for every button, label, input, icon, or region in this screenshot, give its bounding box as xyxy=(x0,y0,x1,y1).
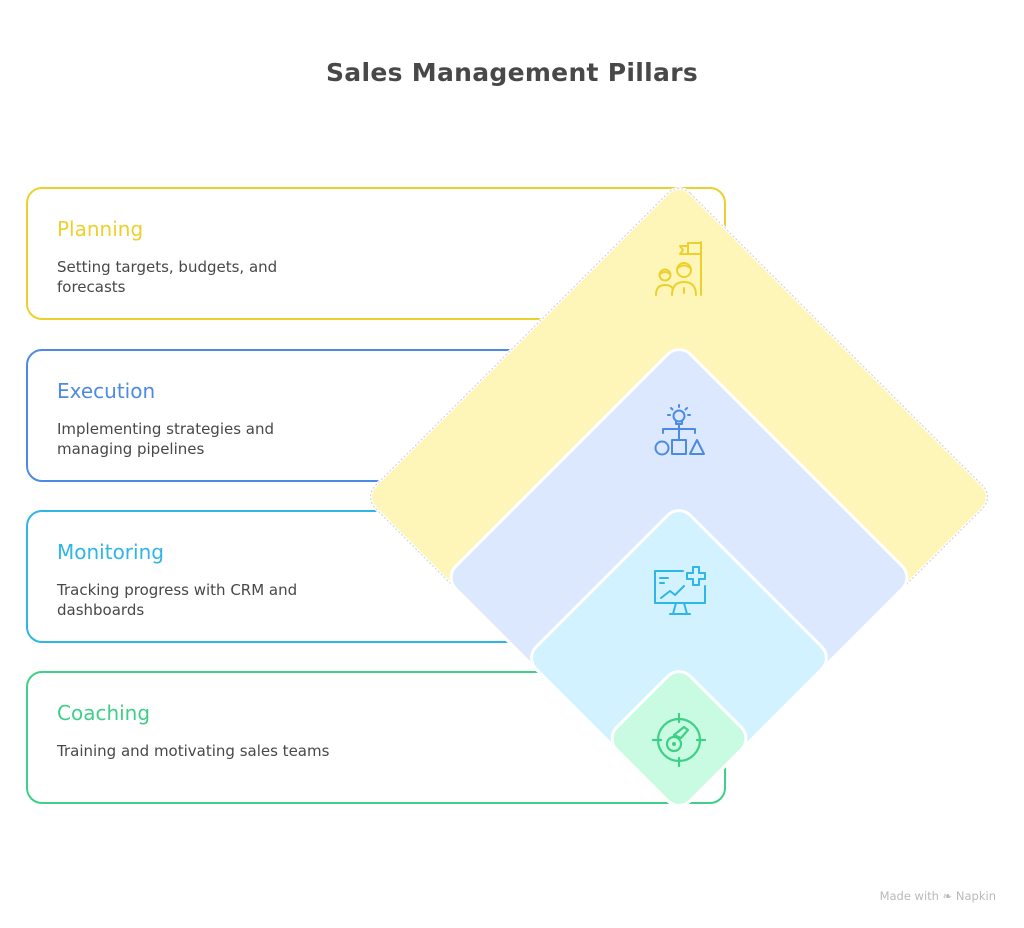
diamond-monitoring xyxy=(530,509,828,807)
monitor-chart-plus-icon xyxy=(654,566,706,615)
team-flag-icon xyxy=(655,241,702,296)
pillar-description: Setting targets, budgets, and forecasts xyxy=(57,258,278,296)
target-key-icon xyxy=(651,712,707,768)
pillar-title: Coaching xyxy=(57,701,151,725)
diamond-layer-monitoring xyxy=(530,509,828,807)
pillar-title: Monitoring xyxy=(57,540,164,564)
pillar-description: Tracking progress with CRM and dashboard… xyxy=(57,581,298,619)
pillar-title: Execution xyxy=(57,379,156,403)
pillar-description: Training and motivating sales teams xyxy=(57,742,330,760)
pillar-title: Planning xyxy=(57,217,144,241)
made-with-napkin-credit: Made with ❧ Napkin xyxy=(879,889,996,903)
idea-hierarchy-icon xyxy=(654,404,705,456)
pillar-description: Implementing strategies and managing pip… xyxy=(57,420,275,458)
diagram-title: Sales Management Pillars xyxy=(325,58,699,87)
